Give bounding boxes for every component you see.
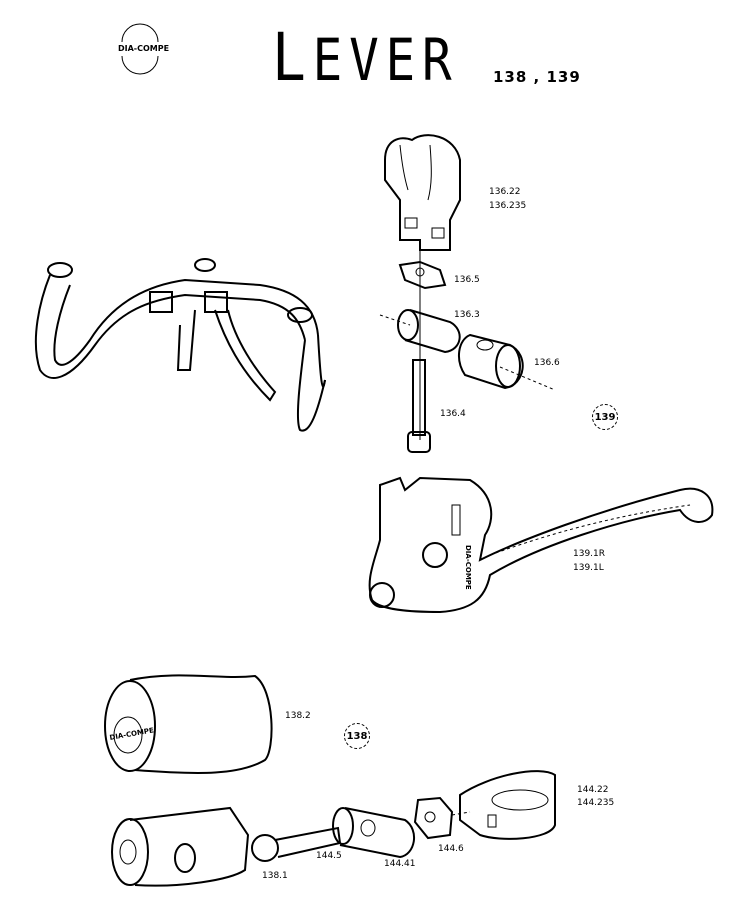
dia-compe-logo xyxy=(121,23,159,75)
label-barrel: 136.3 xyxy=(454,310,480,320)
label-lever-right: 139.1R xyxy=(573,549,606,559)
nut-144-6 xyxy=(413,796,471,840)
assembly-badge-138: 138 xyxy=(344,723,370,749)
brand-logo-text: DIA-COMPE xyxy=(118,44,170,53)
page-title: LEVER xyxy=(272,25,459,91)
label-clamp-a: 136.22 xyxy=(489,187,521,197)
handlebar-illustration xyxy=(34,258,326,432)
clamp-144-22 xyxy=(459,770,556,840)
sleeve-136-6 xyxy=(458,333,556,391)
label-hood: 138.2 xyxy=(285,711,311,721)
title-initial: L xyxy=(272,19,313,96)
body-138-1 xyxy=(111,806,250,887)
label-nut-144: 144.6 xyxy=(438,844,464,854)
lever-body-marking: DIA-COMPE xyxy=(464,545,472,590)
bolt-136-4 xyxy=(407,359,431,453)
label-bolt-144: 144.5 xyxy=(316,851,342,861)
title-rest: EVER xyxy=(312,26,459,94)
label-clamp-144-b: 144.235 xyxy=(577,798,615,808)
label-body: 138.1 xyxy=(262,871,288,881)
label-barrel-144: 144.41 xyxy=(384,859,416,869)
assembly-badge-139: 139 xyxy=(592,404,618,430)
hood-marking: DIA-COMPE xyxy=(109,726,155,742)
bolt-144-5 xyxy=(251,826,342,862)
label-sleeve: 136.6 xyxy=(534,358,560,368)
label-lever-left: 139.1L xyxy=(573,563,604,573)
nut-136-5 xyxy=(398,260,447,290)
label-bolt: 136.4 xyxy=(440,409,466,419)
label-nut: 136.5 xyxy=(454,275,480,285)
barrel-136-3 xyxy=(379,309,461,354)
hood-138-2 xyxy=(104,674,273,774)
model-numbers: 138 , 139 xyxy=(493,68,581,86)
clamp-136-22 xyxy=(384,134,461,251)
lever-139: DIA-COMPE xyxy=(368,476,714,614)
label-clamp-b: 136.235 xyxy=(489,201,527,211)
label-clamp-144-a: 144.22 xyxy=(577,785,609,795)
barrel-144-41 xyxy=(332,807,415,859)
